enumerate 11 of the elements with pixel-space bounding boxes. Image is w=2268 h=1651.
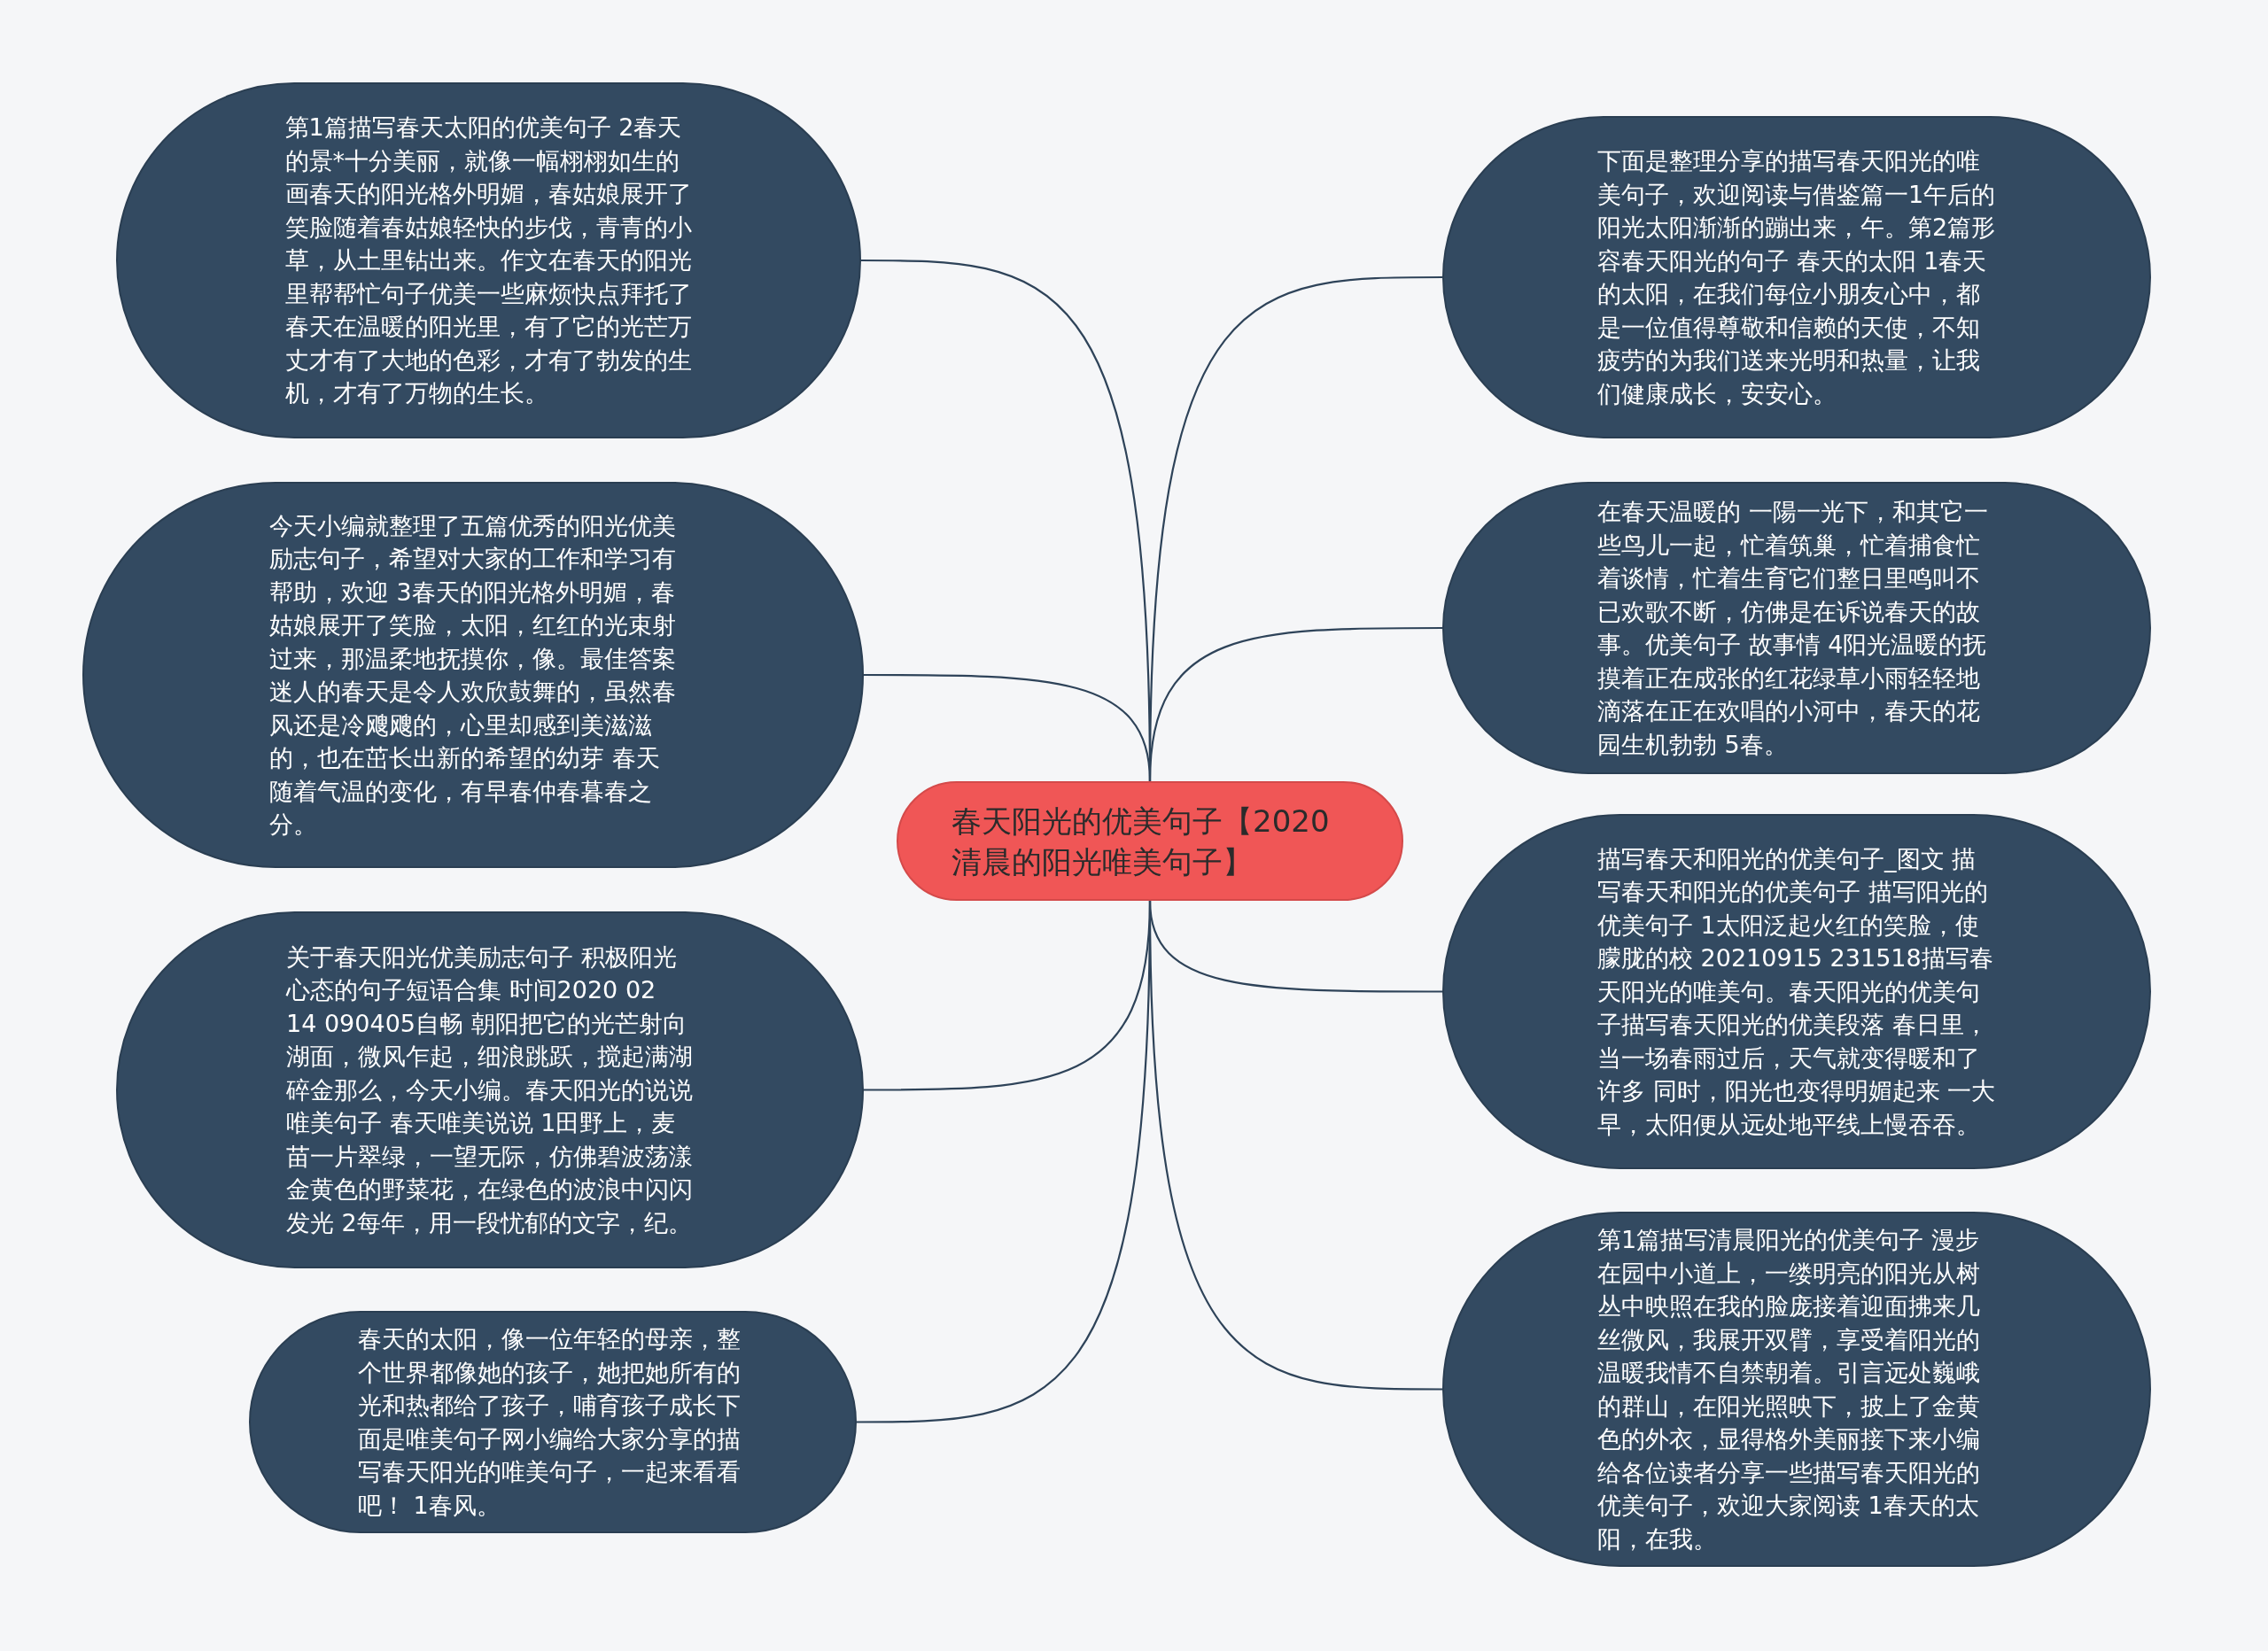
topic-text: 描写春天和阳光的优美句子_图文 描写春天和阳光的优美句子 描写阳光的优美句子 1太阳泛起火红的笑脸，使朦胧的校 20210915 231518描写春天阳光的唯美句。春天阳光的优美句子描写春天阳光的优美段落 春日里，当一场春雨过后，天气就变得暖和了许多 同时，阳光也变得明媚起来 一大早，太阳便从远处地平线上慢吞吞。 — [1597, 843, 1996, 1140]
central-topic-text: 春天阳光的优美句子【2020清晨的阳光唯美句子】 — [951, 802, 1331, 881]
topic-text: 在春天温暖的 一陽一光下，和其它一些鸟儿一起，忙着筑巢，忙着捕食忙着谈情，忙着生育它们整日里鸣叫不已欢歌不断，仿佛是在诉说春天的故事。优美句子 故事情 4阳光温暖的抚摸着正在成张的红花绿草小雨轻轻地滴落在正在欢唱的小河中，春天的花园生机勃勃 5春。 — [1597, 497, 1989, 760]
topic-text: 第1篇描写清晨阳光的优美句子 漫步在园中小道上，一缕明亮的阳光从树丛中映照在我的脸庞接着迎面拂来几丝微风，我展开双臂，享受着阳光的温暖我情不自禁朝着。引言远处巍峨的群山，在阳光照映下，披上了金黄色的外衣，显得格外美丽接下来小编给各位读者分享一些描写春天阳光的优美句子，欢迎大家阅读 1春天的太阳，在我。 — [1597, 1225, 1981, 1554]
topic-text: 关于春天阳光优美励志句子 积极阳光心态的句子短语合集 时间2020 02 14 090405自畅 朝阳把它的光芒射向湖面，微风乍起，细浪跳跃，搅起满湖碎金那么，今天小编。春天阳光的说说唯美句子 春天唯美说说 1田野上，麦苗一片翠绿，一望无际，仿佛碧波荡漾金黄色的野菜花，在绿色的波浪中闪闪发光 2每年，用一段忧郁的文字，纪。 — [286, 942, 694, 1238]
connector-curve — [1148, 626, 1442, 782]
topic-text: 春天的太阳，像一位年轻的母亲，整个世界都像她的孩子，她把她所有的光和热都给了孩子，哺育孩子成长下面是唯美句子网小编给大家分享的描写春天阳光的唯美句子，一起来看看吧！ 1春风。 — [358, 1324, 742, 1521]
topic-text: 第1篇描写春天太阳的优美句子 2春天的景*十分美丽，就像一幅栩栩如生的画春天的阳光格外明媚，春姑娘展开了笑脸随着春姑娘轻快的步伐，青青的小草，从土里钻出来。作文在春天的阳光里帮帮忙句子优美一些麻烦快点拜托了春天在温暖的阳光里，有了它的光芒万丈才有了大地的色彩，才有了勃发的生机，才有了万物的生长。 — [284, 112, 693, 409]
topic-text: 今天小编就整理了五篇优秀的阳光优美励志句子，希望对大家的工作和学习有帮助，欢迎 3春天的阳光格外明媚，春姑娘展开了笑脸，太阳，红红的光束射过来，那温柔地抚摸你，像。最佳答案迷人的春天是令人欢欣鼓舞的，虽然春风还是冷飕飕的，心里却感到美滋滋的，也在茁长出新的希望的幼芽 春天随着气温的变化，有早春仲春暮春之分。 — [269, 510, 677, 840]
connector-curve — [1148, 900, 1442, 1391]
topic-text: 下面是整理分享的描写春天阳光的唯美句子，欢迎阅读与借鉴篇一1午后的阳光太阳渐渐的蹦出来，午。第2篇形容春天阳光的句子 春天的太阳 1春天的太阳，在我们每位小朋友心中，都是一位值得尊敬和信赖的天使，不知疲劳的为我们送来光明和热量，让我们健康成长，安安心。 — [1597, 146, 1996, 409]
